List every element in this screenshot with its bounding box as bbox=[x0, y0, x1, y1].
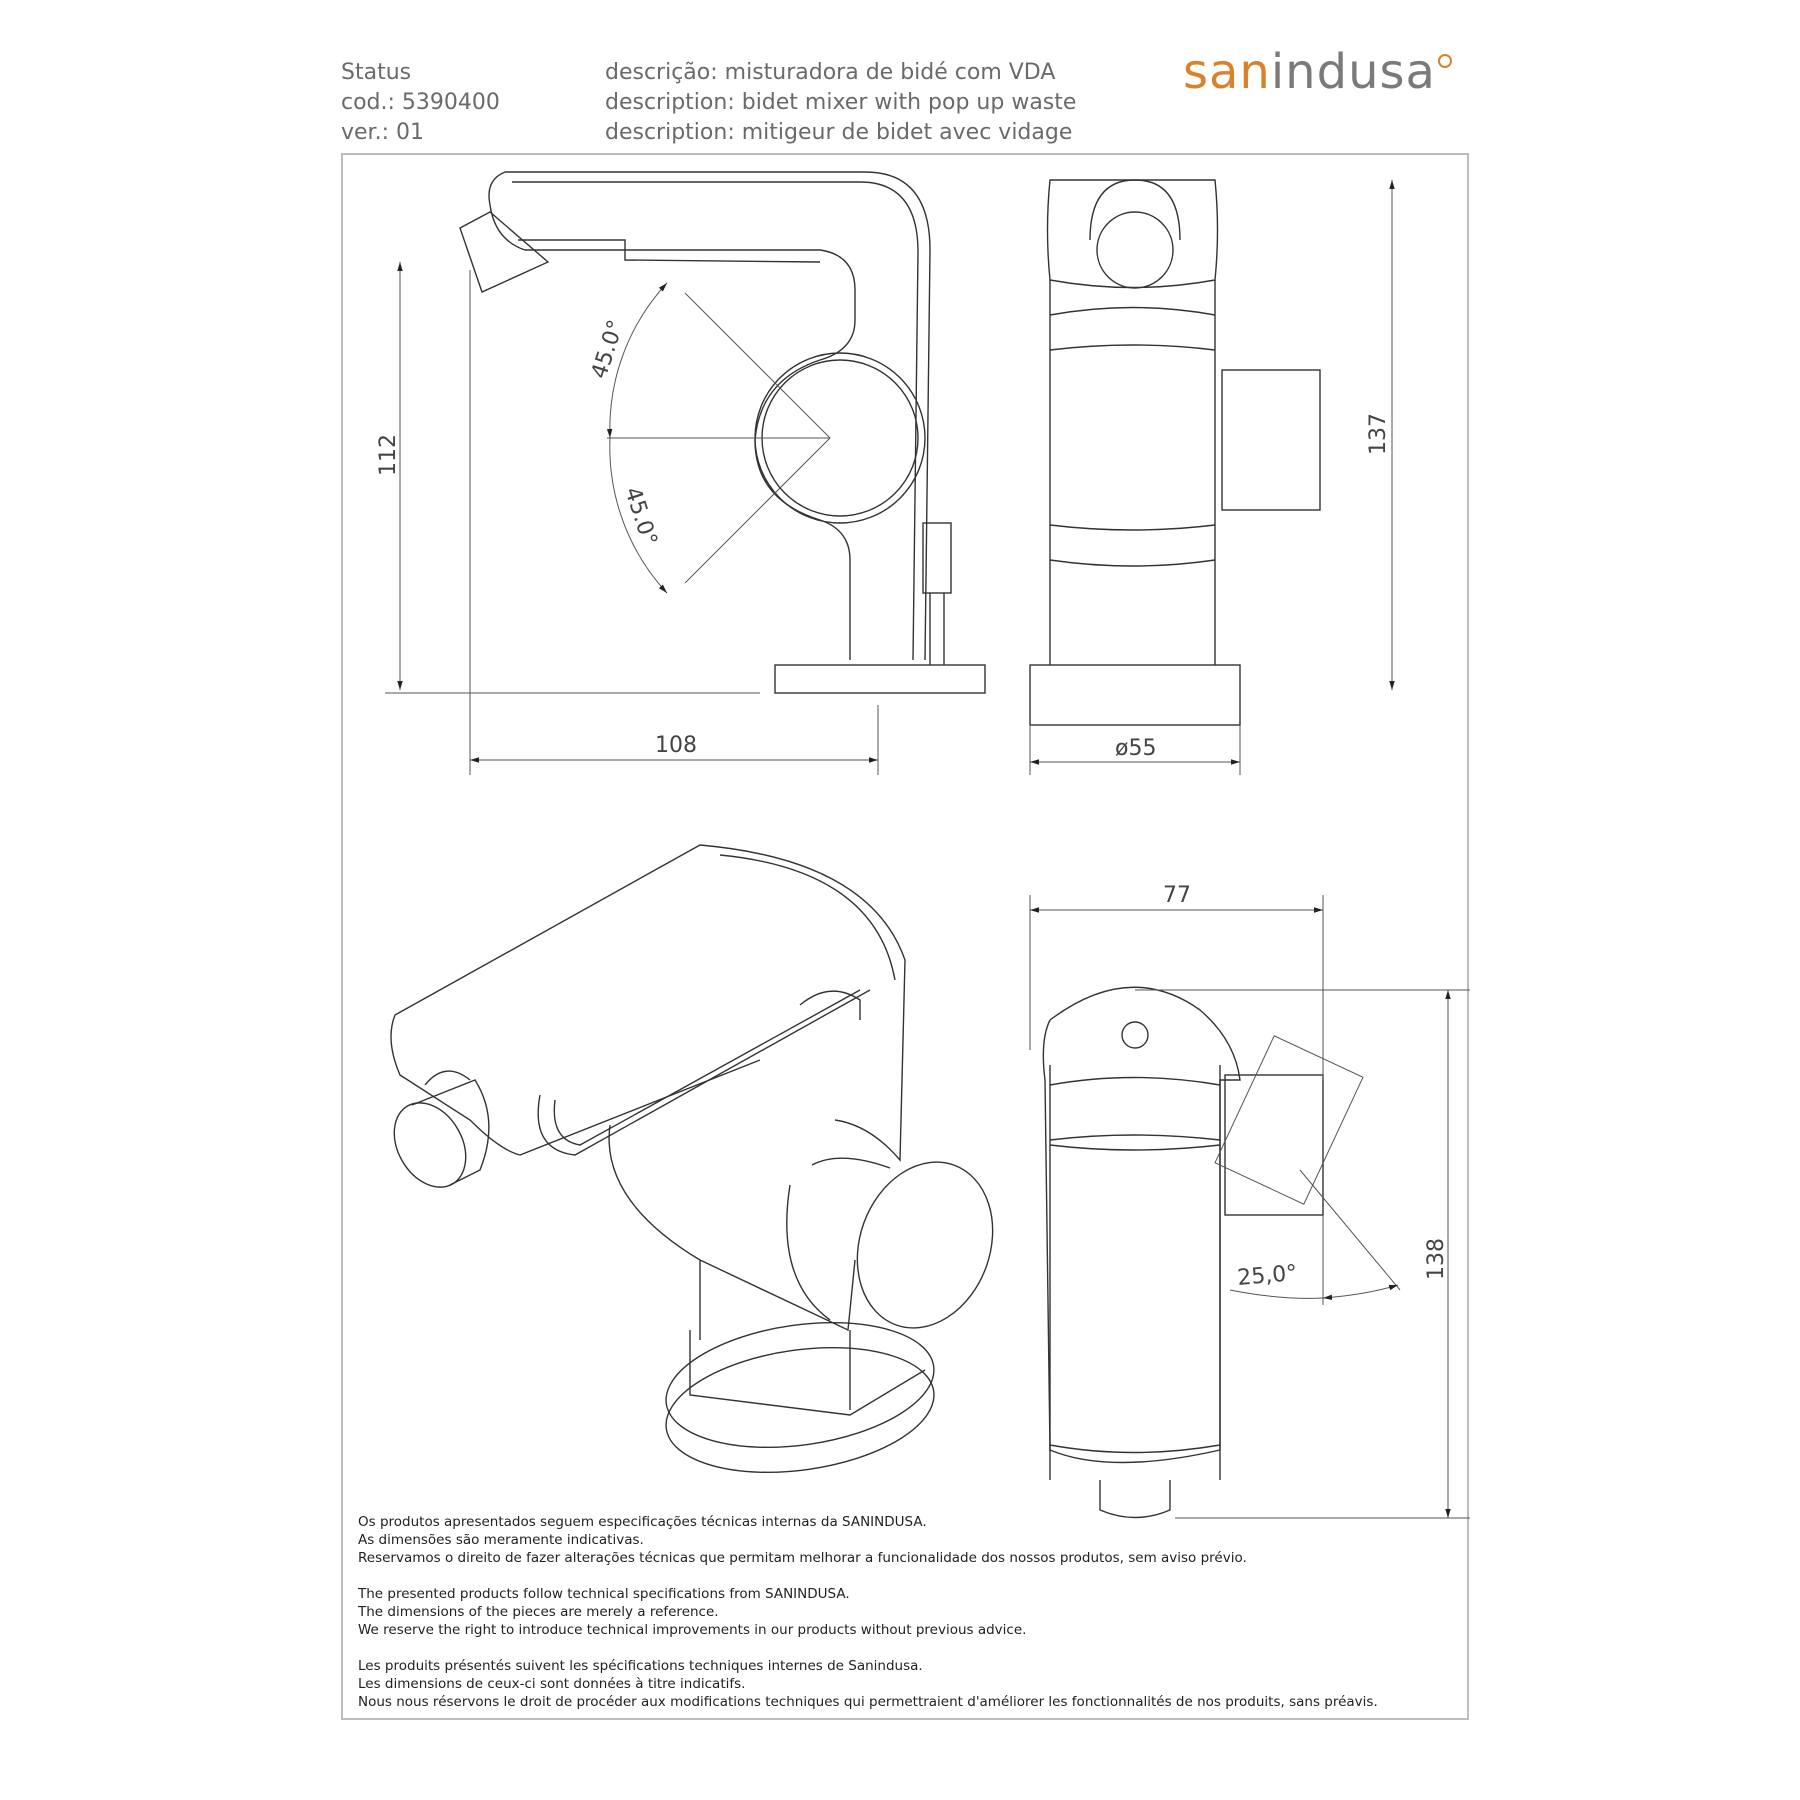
front-view bbox=[1029, 179, 1395, 775]
note-line: As dimensões são meramente indicativas. bbox=[358, 1532, 644, 1548]
note-line: We reserve the right to introduce techni… bbox=[358, 1622, 1027, 1638]
notes-english: The presented products follow technical … bbox=[358, 1585, 1026, 1639]
header-descriptions: descrição: misturadora de bidé com VDA d… bbox=[605, 58, 1076, 148]
note-line: The presented products follow technical … bbox=[358, 1586, 850, 1602]
top-view bbox=[1029, 895, 1470, 1519]
note-line: The dimensions of the pieces are merely … bbox=[358, 1604, 719, 1620]
description-fr: description: mitigeur de bidet avec vida… bbox=[605, 120, 1073, 145]
header-identification: Status cod.: 5390400 ver.: 01 bbox=[341, 58, 500, 148]
note-line: Os produtos apresentados seguem especifi… bbox=[358, 1514, 927, 1530]
note-line: Les produits présentés suivent les spéci… bbox=[358, 1658, 923, 1674]
dim-height-front: 137 bbox=[1366, 413, 1391, 455]
notes-portuguese: Os produtos apresentados seguem especifi… bbox=[358, 1513, 1247, 1567]
dim-width-side: 108 bbox=[655, 733, 697, 758]
side-view bbox=[385, 171, 986, 775]
product-code: cod.: 5390400 bbox=[341, 90, 500, 115]
dim-width-top: 77 bbox=[1163, 883, 1191, 908]
dim-height-side: 112 bbox=[376, 434, 401, 476]
dim-diameter: ø55 bbox=[1115, 736, 1156, 761]
description-en: description: bidet mixer with pop up was… bbox=[605, 90, 1077, 115]
isometric-view bbox=[390, 844, 994, 1474]
version-number: ver.: 01 bbox=[341, 120, 424, 145]
notes-french: Les produits présentés suivent les spéci… bbox=[358, 1657, 1378, 1711]
status-label: Status bbox=[341, 60, 412, 85]
logo-part-san: san bbox=[1183, 44, 1271, 100]
logo-part-indusa: indusa bbox=[1270, 44, 1436, 100]
dim-angle-handle: 25,0° bbox=[1236, 1261, 1298, 1291]
description-pt: descrição: misturadora de bidé com VDA bbox=[605, 60, 1056, 85]
note-line: Reservamos o direito de fazer alterações… bbox=[358, 1550, 1247, 1566]
logo-dot-icon bbox=[1437, 54, 1452, 68]
dim-angle-bottom: 45.0° bbox=[619, 484, 661, 549]
drawing-frame bbox=[341, 153, 1469, 1720]
dim-height-top: 138 bbox=[1424, 1238, 1449, 1280]
sanindusa-logo: sanindusa bbox=[1183, 44, 1452, 100]
note-line: Nous nous réservons le droit de procéder… bbox=[358, 1694, 1378, 1710]
dim-angle-top: 45.0° bbox=[587, 317, 629, 382]
note-line: Les dimensions de ceux-ci sont données à… bbox=[358, 1676, 746, 1692]
